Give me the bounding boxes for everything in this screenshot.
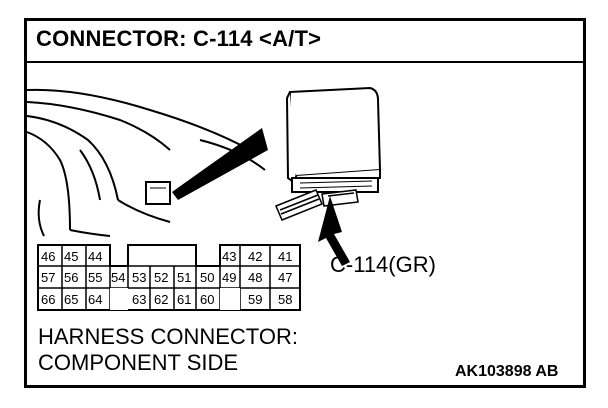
pin-label: 59 [248, 292, 262, 307]
pin-row-3: 66 65 64 63 62 61 60 59 58 [41, 292, 292, 307]
harness-plug [275, 189, 359, 221]
pin-label: 55 [88, 270, 102, 285]
pin-label: 41 [278, 249, 292, 264]
pointer-arrow [318, 196, 350, 266]
pin-label: 53 [132, 270, 146, 285]
pin-row-1: 46 45 44 43 42 41 [41, 249, 292, 264]
footer-line-2: COMPONENT SIDE [38, 350, 239, 375]
pin-row-2: 57 56 55 54 53 52 51 50 49 48 47 [41, 270, 292, 285]
pin-label: 64 [88, 292, 102, 307]
pin-label: 50 [200, 270, 214, 285]
pin-label: 47 [278, 270, 292, 285]
figure-code: AK103898 AB [455, 363, 559, 380]
connector-label: C-114(GR) [330, 252, 436, 277]
pin-label: 60 [200, 292, 214, 307]
pin-label: 52 [154, 270, 168, 285]
pin-label: 42 [248, 249, 262, 264]
diagram-title: CONNECTOR: C-114 <A/T> [36, 26, 322, 51]
pin-label: 58 [278, 292, 292, 307]
pin-label: 65 [64, 292, 78, 307]
pin-label: 57 [41, 270, 55, 285]
diagram-border [24, 18, 586, 388]
pin-label: 66 [41, 292, 55, 307]
connector-pin-face [37, 244, 301, 311]
pin-label: 61 [177, 292, 191, 307]
ecu-module [285, 86, 382, 193]
dash-connector [145, 128, 268, 205]
pin-label: 62 [154, 292, 168, 307]
pin-label: 54 [111, 270, 125, 285]
footer-line-1: HARNESS CONNECTOR: [38, 324, 298, 349]
pin-label: 43 [222, 249, 236, 264]
pin-label: 44 [88, 249, 102, 264]
pin-label: 63 [132, 292, 146, 307]
pin-label: 49 [222, 270, 236, 285]
pin-label: 56 [64, 270, 78, 285]
pin-label: 45 [64, 249, 78, 264]
pin-label: 48 [248, 270, 262, 285]
pin-label: 46 [41, 249, 55, 264]
pin-label: 51 [177, 270, 191, 285]
